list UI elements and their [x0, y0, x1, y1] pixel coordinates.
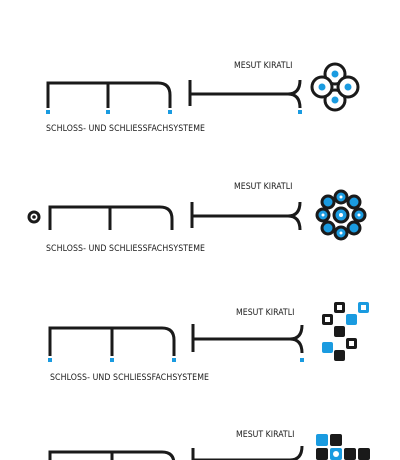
tagline: SCHLOSS- UND SCHLIESSFACHSYSTEME	[46, 124, 206, 134]
tagline: SCHLOSS- UND SCHLIESSFACHSYSTEME	[50, 373, 210, 383]
tagline: SCHLOSS- UND SCHLIESSFACHSYSTEME	[46, 244, 206, 254]
flower-dots-icon	[315, 189, 367, 241]
block-cluster-icon	[316, 434, 370, 460]
owner-name: MESUT KIRATLI	[234, 61, 293, 71]
logo-variant-1: MESUT KIRATLI SCHLOSS- UND SCHLIESSFACHS…	[0, 0, 400, 140]
owner-name: MESUT KIRATLI	[236, 430, 295, 440]
owner-name: MESUT KIRATLI	[234, 182, 293, 192]
logo-variant-3: MESUT KIRATLI SCHLOSS- UND SCHLIESSFACHS…	[0, 260, 400, 390]
mk-wordmark	[48, 324, 304, 362]
mk-wordmark	[27, 201, 302, 231]
four-circle-knot-icon	[310, 62, 360, 112]
zigzag-blocks-icon	[322, 302, 369, 361]
logo-variant-4: MESUT KIRATLI	[0, 390, 400, 460]
mk-wordmark	[46, 79, 302, 114]
logo-variant-2: MESUT KIRATLI SCHLOSS- UND SCHLIESSFACHS…	[0, 140, 400, 260]
owner-name: MESUT KIRATLI	[236, 308, 295, 318]
